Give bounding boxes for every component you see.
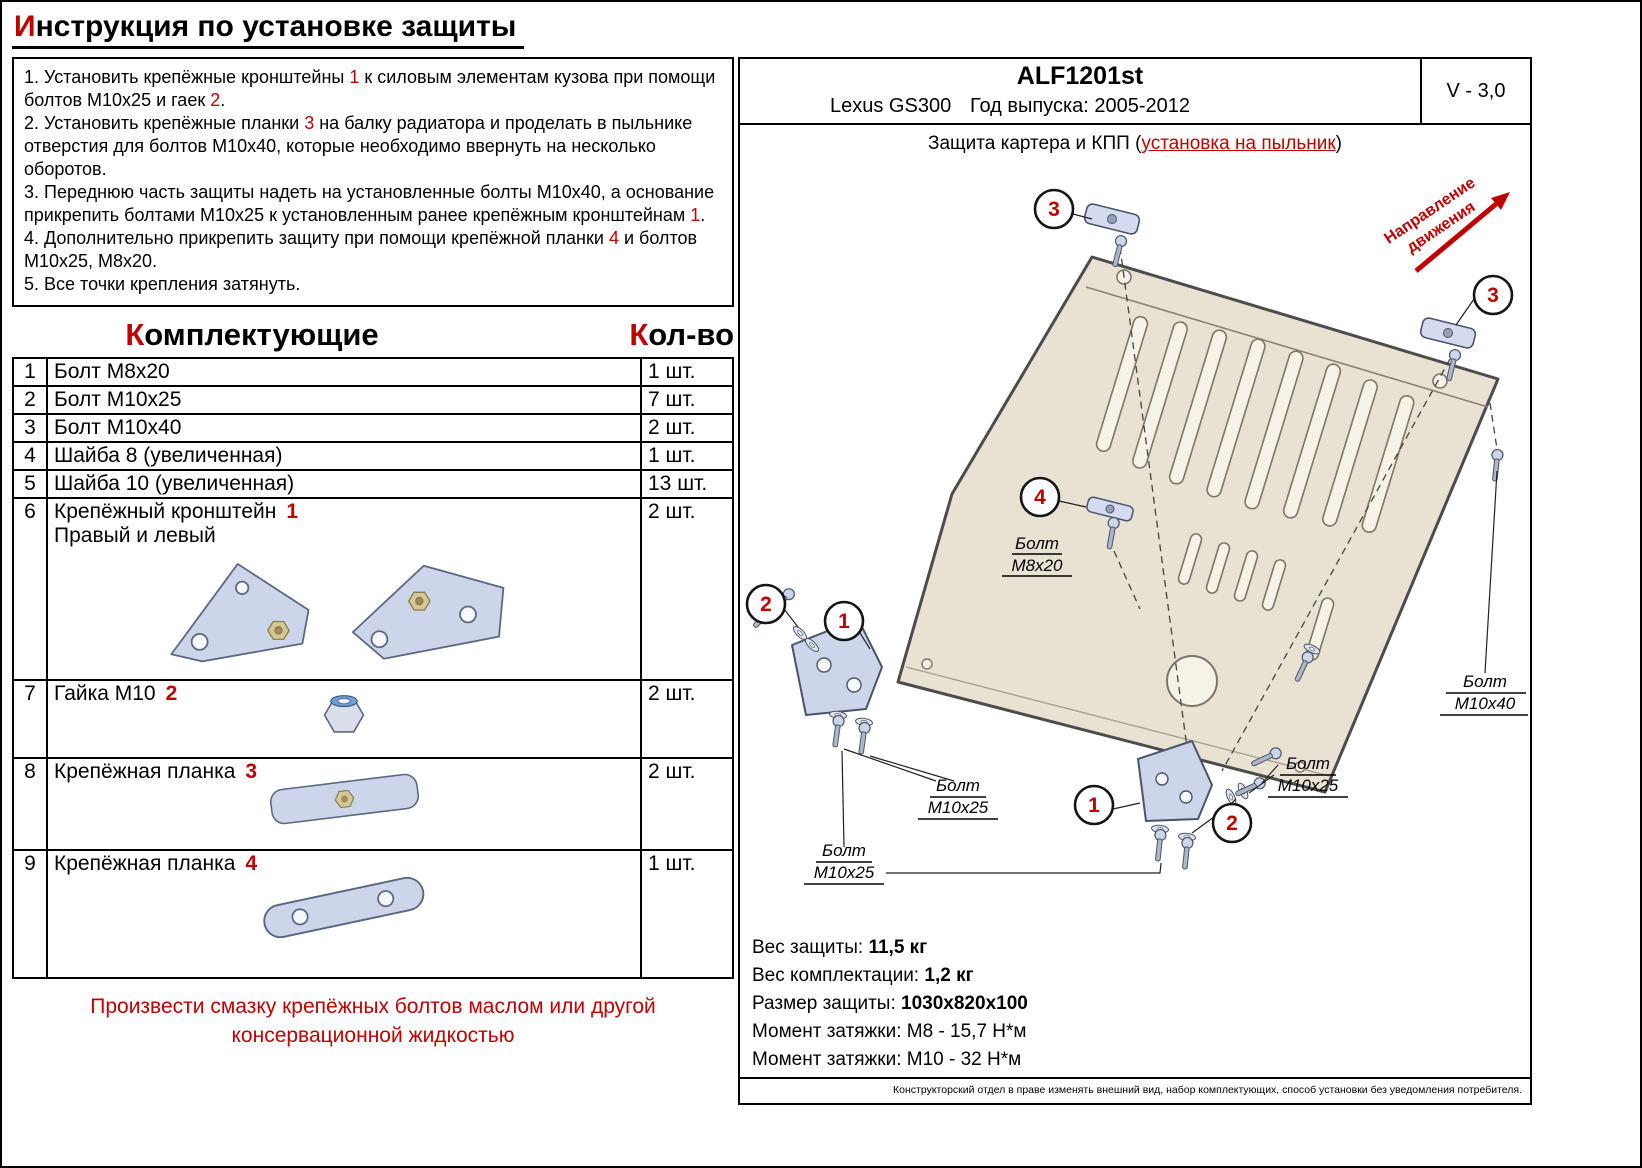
svg-text:М10х40: М10х40	[1455, 694, 1516, 713]
svg-text:1: 1	[838, 610, 850, 633]
strap-4-image	[54, 862, 634, 960]
svg-text:2: 2	[1226, 812, 1238, 835]
ventilation-slots	[1095, 315, 1415, 661]
label-bolt-m8x20: Болт М8х20	[1002, 534, 1072, 577]
strap-4-assembly	[1086, 496, 1134, 551]
strap-3-illustration	[269, 774, 419, 825]
spec-kit-weight: Вес комплектации: 1,2 кг	[752, 965, 974, 986]
svg-text:М10х25: М10х25	[1278, 776, 1339, 795]
instruction-step-1: 1. Установить крепёжные кронштейны 1 к с…	[24, 67, 716, 111]
svg-text:3: 3	[1048, 198, 1060, 221]
skid-plate	[896, 255, 1500, 794]
spec-torque-m8: Момент затяжки: М8 - 15,7 Н*м	[752, 1021, 1027, 1042]
svg-text:М10х25: М10х25	[814, 863, 875, 882]
strap-3-image	[54, 768, 634, 836]
part-row-4: 4 Шайба 8 (увеличенная) 1 шт.	[12, 441, 734, 472]
leader-lines	[783, 213, 1498, 874]
specs-block: Вес защиты: 11,5 кг Вес комплектации: 1,…	[752, 937, 1028, 1077]
construction-lines	[1113, 246, 1498, 772]
svg-text:4: 4	[1034, 486, 1046, 509]
instruction-step-5: 5. Все точки крепления затянуть.	[24, 274, 301, 295]
svg-text:Болт: Болт	[1015, 534, 1059, 553]
parts-header-name: Комплектующие	[125, 317, 379, 353]
svg-text:М8х20: М8х20	[1011, 556, 1063, 575]
callout-1-bottom: 1	[1073, 784, 1115, 826]
bracket-pair-image	[54, 548, 634, 678]
brackets-illustration	[170, 563, 505, 663]
instruction-step-2: 2. Установить крепёжные планки 3 на балк…	[24, 113, 693, 180]
label-bolt-m10x40: Болт М10х40	[1440, 672, 1528, 716]
svg-text:М10х25: М10х25	[928, 798, 989, 817]
bracket-1-bottom	[1137, 740, 1213, 822]
strap-4-illustration	[263, 877, 425, 939]
part-row-1: 1 Болт М8х20 1 шт.	[12, 357, 734, 388]
callout-3-top-left: 3	[1033, 188, 1075, 230]
production-years: Год выпуска: 2005-2012	[969, 95, 1191, 117]
spec-size: Размер защиты: 1030x820x100	[752, 993, 1028, 1014]
left-column: Инструкция по установке защиты 1. Устано…	[12, 10, 734, 1050]
lubrication-note: Произвести смазку крепёжных болтов масло…	[90, 995, 656, 1047]
instructions-box: 1. Установить крепёжные кронштейны 1 к с…	[12, 57, 734, 308]
svg-text:1: 1	[1088, 794, 1100, 817]
label-bolt-m10x25-right: Болт М10х25	[1268, 754, 1348, 798]
spec-weight: Вес защиты: 11,5 кг	[752, 937, 928, 958]
svg-text:Болт: Болт	[1463, 672, 1507, 691]
svg-text:Болт: Болт	[936, 776, 980, 795]
direction-arrow: Направление движения	[1381, 174, 1510, 273]
svg-text:2: 2	[760, 593, 772, 616]
disclaimer: Конструкторский отдел в праве изменять в…	[740, 1077, 1530, 1103]
callout-2-left: 2	[745, 583, 787, 625]
mount-strap-top-right	[1419, 317, 1477, 383]
part-row-6-subtitle: Правый и левый	[54, 524, 216, 548]
drawing-area: 3 3 4 2 1 1 2	[740, 159, 1532, 931]
mount-strap-top-left	[1083, 203, 1141, 269]
part-row-2: 2 Болт М10х25 7 шт.	[12, 385, 734, 416]
instruction-step-3: 3. Переднюю часть защиты надеть на устан…	[24, 182, 715, 226]
nut-illustration	[323, 695, 365, 734]
product-code: ALF1201st	[1016, 62, 1144, 90]
nut-image	[54, 684, 634, 746]
label-bolt-m10x25-center: Болт М10х25	[918, 776, 998, 820]
drawing-panel: ALF1201st Lexus GS300 Год выпуска: 2005-…	[738, 57, 1532, 1105]
spec-torque-m10: Момент затяжки: М10 - 32 Н*м	[752, 1049, 1022, 1070]
part-row-5: 5 Шайба 10 (увеличенная) 13 шт.	[12, 469, 734, 500]
callout-2-bottom: 2	[1211, 802, 1253, 844]
label-bolt-m10x25-left: Болт М10х25	[804, 841, 884, 885]
panel-header: ALF1201st Lexus GS300 Год выпуска: 2005-…	[740, 59, 1530, 125]
svg-text:Болт: Болт	[1286, 754, 1330, 773]
callout-3-top-right: 3	[1472, 274, 1514, 316]
svg-text:3: 3	[1487, 284, 1499, 307]
vehicle-model: Lexus GS300	[830, 95, 952, 117]
instruction-step-4: 4. Дополнительно прикрепить защиту при п…	[24, 228, 698, 272]
engine-volume: V - 3,0	[1420, 59, 1530, 123]
parts-header-qty: Кол-во	[629, 317, 734, 353]
installation-diagram: 3 3 4 2 1 1 2	[745, 174, 1528, 885]
parts-table-header: Комплектующие Кол-во	[12, 317, 734, 353]
page-title: Инструкция по установке защиты	[12, 10, 525, 49]
parts-table: 1 Болт М8х20 1 шт. 2 Болт М10х25 7 шт. 3…	[12, 357, 734, 980]
callout-4: 4	[1019, 476, 1061, 518]
part-row-3: 3 Болт М10х40 2 шт.	[12, 413, 734, 444]
drawing-title: Защита картера и КПП (установка на пыльн…	[927, 133, 1342, 154]
svg-text:Болт: Болт	[822, 841, 866, 860]
callout-1-left: 1	[823, 600, 865, 642]
